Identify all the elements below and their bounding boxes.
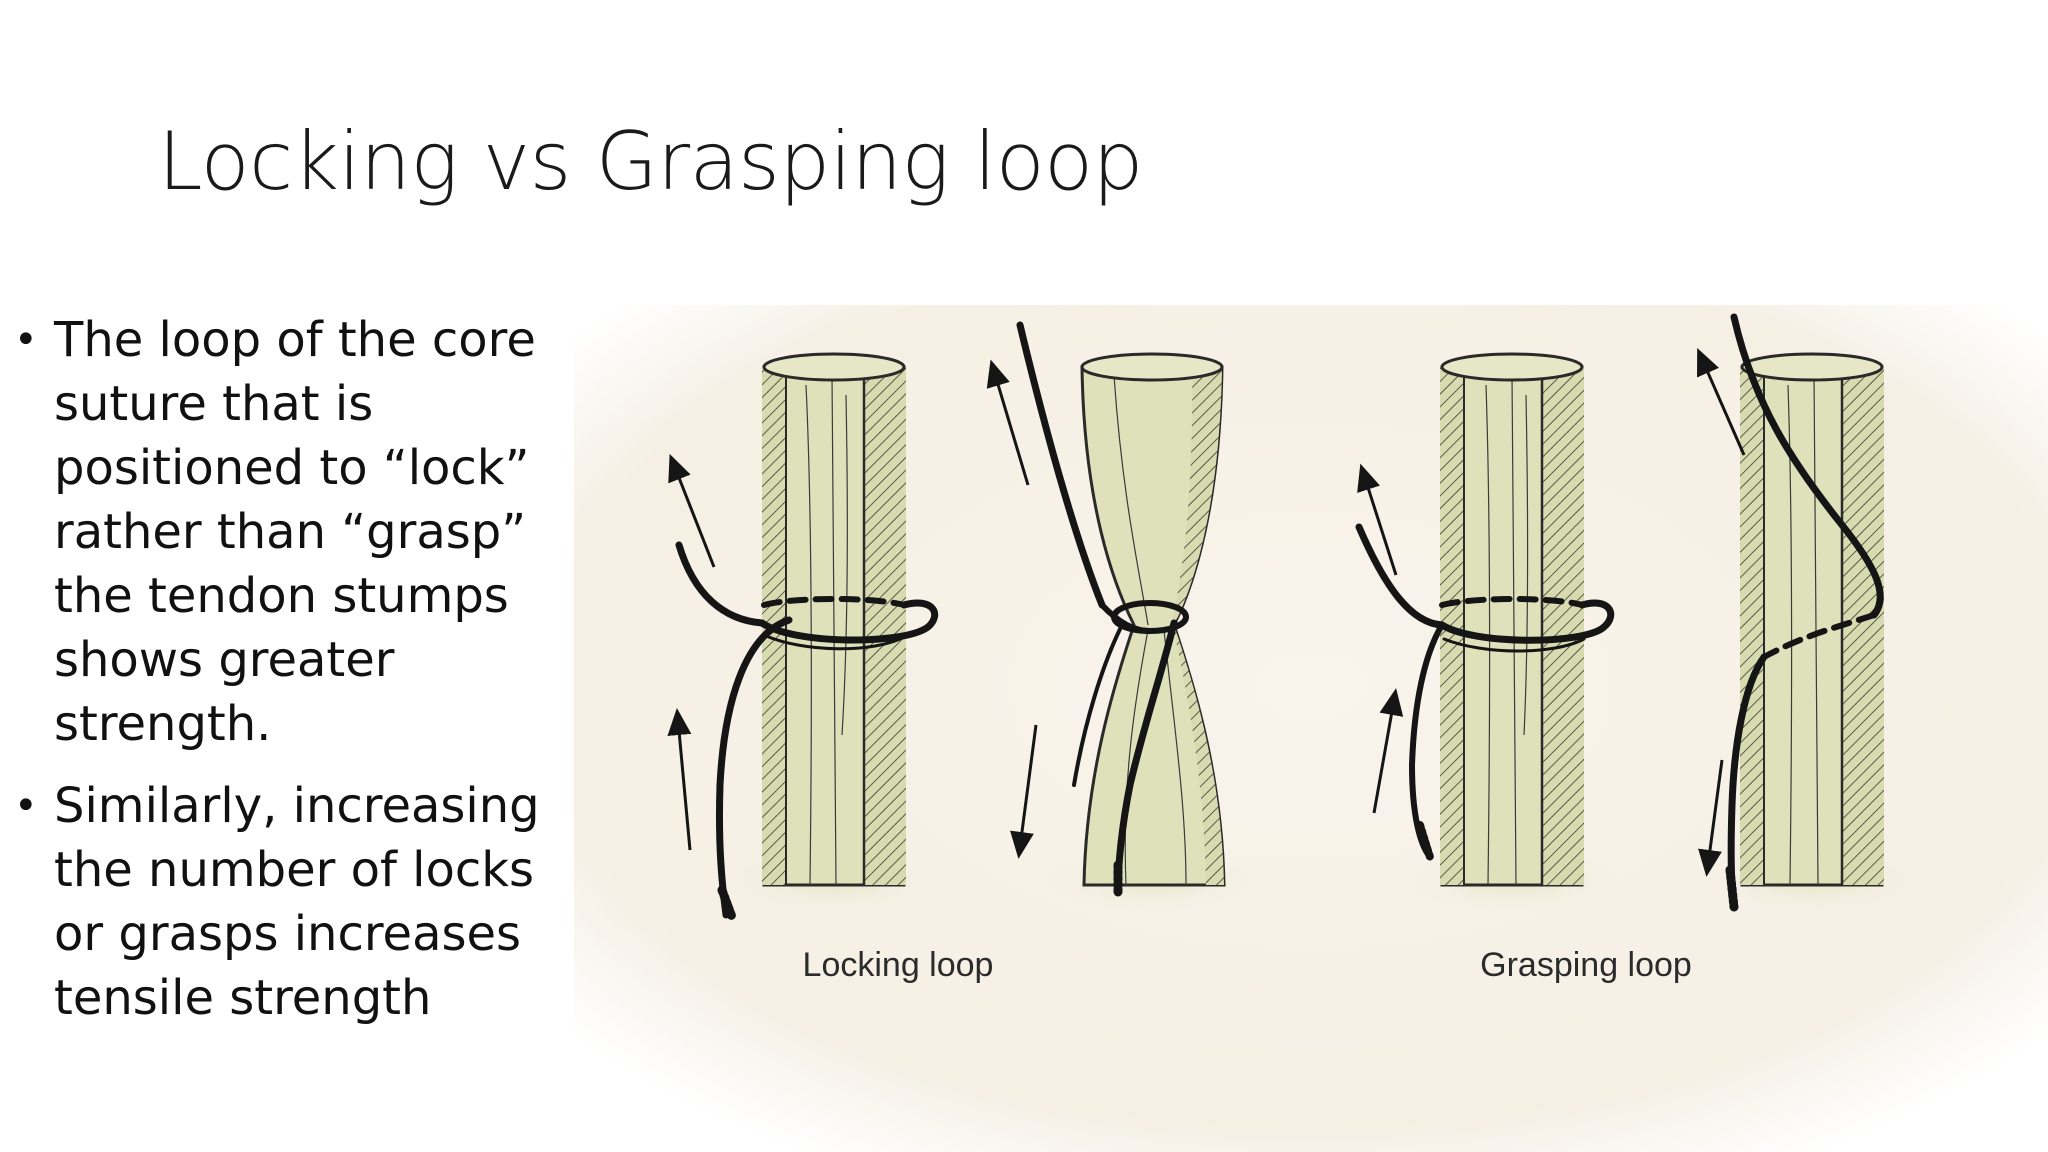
arrow-icon — [668, 453, 716, 568]
suture-locking-2 — [1016, 321, 1189, 898]
bullet-line: or grasps increases — [54, 906, 522, 962]
suture-illustration: Locking loop Grasping loop — [574, 305, 2048, 1152]
bullet-item-1: • The loop of the core suture that is po… — [14, 308, 574, 756]
bullet-line: suture that is — [54, 376, 374, 432]
bullet-line: Similarly, increasing — [54, 778, 540, 834]
caption-locking-loop: Locking loop — [803, 946, 994, 984]
arrow-icon — [1010, 724, 1038, 859]
bullet-line: tensile strength — [54, 970, 432, 1026]
bullet-line: strength. — [54, 696, 272, 752]
bullet-line: the tendon stumps — [54, 568, 509, 624]
arrow-icon — [986, 359, 1030, 486]
slide-title: Locking vs Grasping loop — [158, 115, 1143, 208]
arrow-icon — [1357, 463, 1398, 576]
bullet-line: positioned to “lock” — [54, 440, 530, 496]
tendon-2 — [1032, 352, 1272, 915]
tendon-4 — [1692, 352, 1932, 915]
suture-locking-1 — [675, 541, 939, 922]
arrow-icon — [1697, 348, 1746, 456]
suture-grasping-1 — [1355, 523, 1615, 861]
bullet-dot: • — [14, 317, 38, 363]
bullet-dot: • — [14, 783, 38, 829]
bullet-item-2: • Similarly, increasing the number of lo… — [14, 774, 574, 1030]
bullet-line: The loop of the core — [54, 312, 536, 368]
tendon-3 — [1392, 352, 1632, 915]
bullet-line: rather than “grasp” — [54, 504, 527, 560]
bullet-line: shows greater — [54, 632, 395, 688]
caption-grasping-loop: Grasping loop — [1480, 946, 1692, 984]
tendon-1 — [714, 352, 954, 915]
direction-arrows — [667, 348, 1746, 877]
bullet-line: the number of locks — [54, 842, 535, 898]
bullet-list: • The loop of the core suture that is po… — [14, 308, 574, 1048]
arrow-icon — [667, 708, 692, 851]
arrow-icon — [1372, 688, 1404, 814]
suture-grasping-2 — [1725, 313, 1884, 912]
arrow-icon — [1698, 759, 1724, 877]
